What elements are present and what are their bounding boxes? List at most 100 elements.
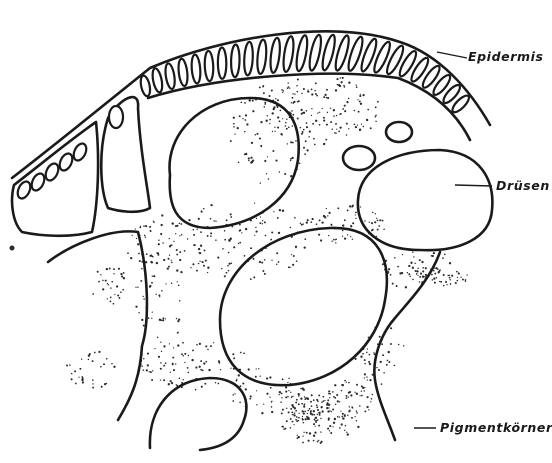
pigment-dot [204,383,206,385]
pigment-dot [333,109,335,111]
pigment-dot [359,129,361,131]
pigment-dot [292,97,294,99]
pigment-dot [307,413,308,414]
pigment-dot [160,379,161,380]
pigment-dot [341,423,343,425]
pigment-dot [279,171,280,172]
pigment-dot [304,153,306,155]
pigment-dot [113,366,115,368]
pigment-dot [266,377,268,379]
pigment-dot [329,430,330,431]
pigment-dot [317,441,319,443]
pigment-dot [252,110,254,112]
pigment-dot [321,221,323,223]
pigment-dot [372,212,374,214]
pigment-dot [198,218,200,220]
pigment-dot [375,115,377,117]
pigment-dot [402,254,403,255]
pigment-dot [313,138,315,140]
pigment-dot [319,219,321,221]
pigment-dot [143,369,144,370]
pigment-dot [326,404,328,406]
pigment-dot [292,142,294,144]
pigment-dot [292,93,293,94]
pigment-dot [203,362,205,364]
pigment-dot [361,395,363,397]
pigment-dot [327,399,329,401]
pigment-dot [337,207,339,209]
pigment-dot [263,403,264,404]
pigment-dot [317,419,319,421]
pigment-dot [102,280,104,282]
pigment-dot [226,272,228,274]
pigment-dot [356,393,358,395]
pigment-dot [356,410,357,411]
pigment-dot [143,298,145,300]
pigment-dot [446,284,447,285]
pigment-dot [146,369,148,371]
pigment-dot [435,267,437,269]
pigment-dot [315,82,317,84]
pigment-dot [315,426,316,427]
pigment-dot [372,229,374,231]
pigment-dot [332,408,334,410]
pigment-dot [183,355,185,357]
pigment-dot [239,115,241,117]
pigment-dot [291,102,292,103]
pigment-dot [355,218,356,219]
pigment-dot [324,216,326,218]
pigment-dot [262,220,263,221]
pigment-dot [311,115,312,116]
pigment-dot [319,414,321,416]
pigment-dot [242,118,243,119]
label-druesen: Drüsen [496,178,550,193]
pigment-dot [240,101,242,103]
pigment-dot [285,386,287,388]
pigment-dot [271,401,272,402]
pigment-dot [259,261,261,263]
pigment-dot [123,272,125,274]
pigment-dot [354,123,356,125]
pigment-dot [147,364,149,366]
pigment-dot [292,125,293,126]
pigment-dot [339,126,341,128]
pigment-dot [329,393,331,395]
pigment-dot [151,379,153,381]
pigment-dot [330,108,331,109]
pigment-dot [177,281,178,282]
pigment-dot [127,252,129,254]
pigment-dot [291,254,292,255]
pigment-dot [168,258,170,260]
pigment-dot [304,396,306,398]
pigment-dot [236,380,238,382]
pigment-dot [308,399,309,400]
pigment-dot [141,365,143,367]
pigment-dot [372,394,374,396]
pigment-dot [415,270,417,272]
pigment-dot [455,282,457,284]
pigment-dot [105,280,107,282]
pigment-dot [319,112,320,113]
pigment-dot [316,399,318,401]
pigment-dot [295,246,297,248]
pigment-dot [263,85,265,87]
pigment-dot [378,225,380,227]
pigment-dot [201,386,203,388]
pigment-dot [336,78,338,80]
pigment-dot [440,281,442,283]
pigment-granules [66,77,468,444]
pigment-dot [220,369,221,370]
pigment-dot [275,160,277,162]
pigment-dot [135,287,136,288]
pigment-dot [110,297,112,299]
pigment-dot [331,129,332,130]
pigment-dot [305,418,307,420]
pigment-dot [311,108,312,109]
pigment-dot [361,385,363,387]
pigment-dot [177,225,179,227]
epidermis-cell [256,39,267,74]
pigment-dot [173,347,174,348]
pigment-dot [203,265,205,267]
left-epidermis-cell [29,172,47,193]
pigment-dot [327,402,329,404]
